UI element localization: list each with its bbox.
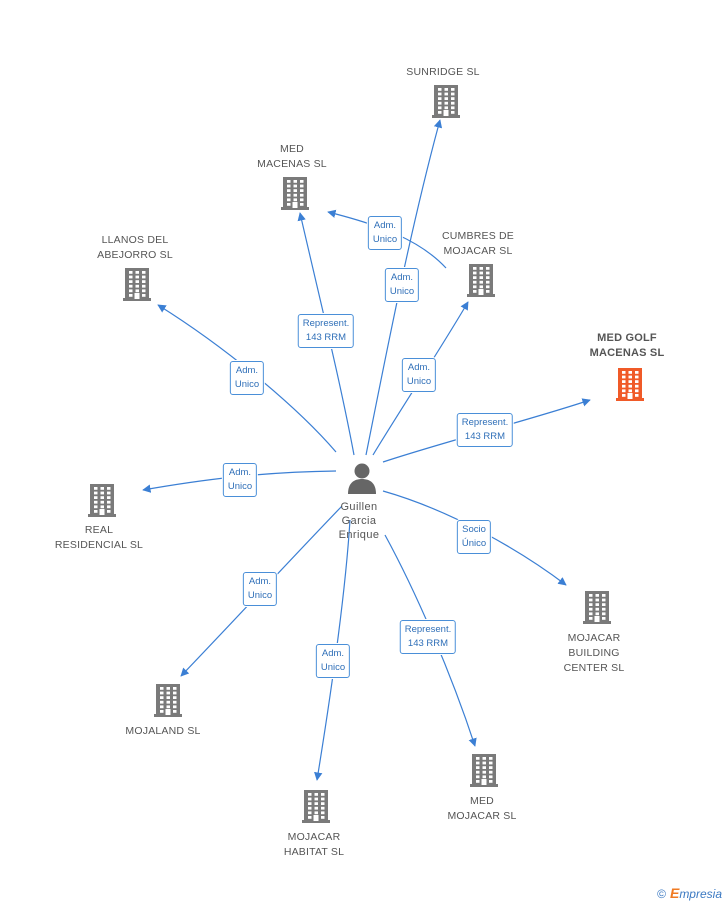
company-label-sunridge[interactable]: SUNRIDGE SL	[406, 66, 480, 78]
building-icon[interactable]	[88, 483, 116, 522]
edge-label-mojaland: Adm. Unico	[242, 572, 278, 606]
edge-label-med-mojacar: Represent. 143 RRM	[399, 620, 457, 654]
building-icon[interactable]	[123, 267, 151, 306]
edge-label-habitat: Adm. Unico	[315, 644, 351, 678]
building-icon[interactable]	[583, 590, 611, 629]
company-label-mojaland[interactable]: MOJALAND SL	[125, 725, 201, 737]
center-person-label[interactable]: Guillen Garcia Enrique	[338, 501, 380, 541]
company-label-building-center[interactable]: MOJACAR BUILDING CENTER SL	[563, 632, 625, 674]
building-icon[interactable]	[281, 176, 309, 215]
edge-label-med-macenas-via-cumbres: Adm. Unico	[367, 216, 403, 250]
brand-logo-initial: E	[669, 885, 680, 901]
building-icon[interactable]	[470, 753, 498, 792]
footer-brand: ©Empresia	[657, 885, 722, 901]
building-icon[interactable]	[154, 683, 182, 722]
company-label-llanos[interactable]: LLANOS DEL ABEJORRO SL	[97, 234, 173, 261]
company-label-habitat[interactable]: MOJACAR HABITAT SL	[283, 831, 345, 858]
company-label-cumbres[interactable]: CUMBRES DE MOJACAR SL	[441, 230, 515, 257]
company-label-med-macenas[interactable]: MED MACENAS SL	[257, 143, 327, 170]
edge-label-med-macenas: Represent. 143 RRM	[297, 314, 355, 348]
edge-label-building-center: Socio Único	[456, 520, 492, 554]
edge-label-med-golf: Represent. 143 RRM	[456, 413, 514, 447]
building-icon[interactable]	[616, 367, 644, 406]
building-icon[interactable]	[302, 789, 330, 828]
brand-logo-text: mpresia	[679, 887, 722, 901]
edge-label-cumbres: Adm. Unico	[401, 358, 437, 392]
edge-label-real: Adm. Unico	[222, 463, 258, 497]
edge-label-llanos: Adm. Unico	[229, 361, 265, 395]
person-icon	[347, 462, 377, 499]
building-icon[interactable]	[432, 84, 460, 123]
edge-label-sunridge: Adm. Unico	[384, 268, 420, 302]
company-label-med-golf[interactable]: MED GOLF MACENAS SL	[589, 332, 665, 359]
building-icon[interactable]	[467, 263, 495, 302]
company-label-real[interactable]: REAL RESIDENCIAL SL	[54, 524, 144, 551]
company-label-med-mojacar[interactable]: MED MOJACAR SL	[447, 795, 517, 822]
copyright-symbol: ©	[657, 887, 666, 901]
